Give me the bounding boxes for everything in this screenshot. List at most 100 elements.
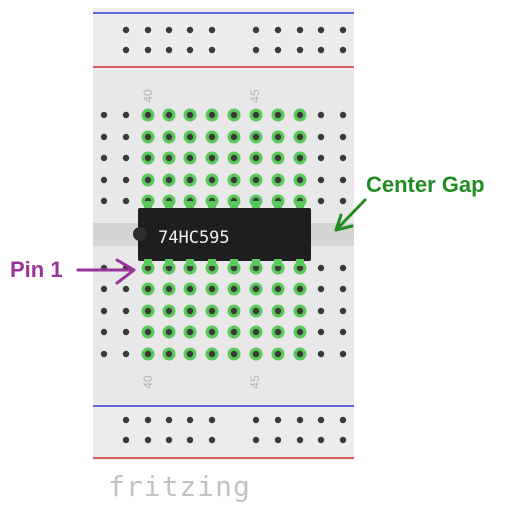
- power-rail-hole[interactable]: [208, 416, 216, 424]
- power-rail-hole[interactable]: [165, 46, 173, 54]
- terminal-hole[interactable]: [317, 176, 325, 184]
- terminal-hole[interactable]: [339, 285, 347, 293]
- power-rail-hole[interactable]: [274, 436, 282, 444]
- terminal-hole[interactable]: [144, 133, 152, 141]
- terminal-hole[interactable]: [144, 350, 152, 358]
- terminal-hole[interactable]: [230, 285, 238, 293]
- terminal-hole[interactable]: [208, 176, 216, 184]
- terminal-hole[interactable]: [100, 307, 108, 315]
- terminal-hole[interactable]: [122, 285, 130, 293]
- terminal-hole[interactable]: [274, 154, 282, 162]
- terminal-hole[interactable]: [317, 154, 325, 162]
- terminal-hole[interactable]: [100, 176, 108, 184]
- power-rail-hole[interactable]: [122, 26, 130, 34]
- power-rail-hole[interactable]: [274, 26, 282, 34]
- terminal-hole[interactable]: [208, 285, 216, 293]
- terminal-hole[interactable]: [208, 154, 216, 162]
- power-rail-hole[interactable]: [252, 46, 260, 54]
- terminal-hole[interactable]: [230, 328, 238, 336]
- power-rail-hole[interactable]: [296, 26, 304, 34]
- power-rail-hole[interactable]: [122, 436, 130, 444]
- power-rail-hole[interactable]: [186, 436, 194, 444]
- terminal-hole[interactable]: [144, 176, 152, 184]
- terminal-hole[interactable]: [296, 328, 304, 336]
- power-rail-hole[interactable]: [186, 26, 194, 34]
- terminal-hole[interactable]: [274, 328, 282, 336]
- terminal-hole[interactable]: [274, 176, 282, 184]
- terminal-hole[interactable]: [122, 350, 130, 358]
- power-rail-hole[interactable]: [296, 46, 304, 54]
- power-rail-hole[interactable]: [122, 416, 130, 424]
- terminal-hole[interactable]: [252, 154, 260, 162]
- terminal-hole[interactable]: [252, 307, 260, 315]
- terminal-hole[interactable]: [317, 111, 325, 119]
- terminal-hole[interactable]: [165, 285, 173, 293]
- terminal-hole[interactable]: [339, 264, 347, 272]
- terminal-hole[interactable]: [144, 285, 152, 293]
- terminal-hole[interactable]: [230, 111, 238, 119]
- terminal-hole[interactable]: [208, 264, 216, 272]
- terminal-hole[interactable]: [165, 133, 173, 141]
- terminal-hole[interactable]: [339, 350, 347, 358]
- terminal-hole[interactable]: [317, 350, 325, 358]
- terminal-hole[interactable]: [296, 176, 304, 184]
- terminal-hole[interactable]: [144, 154, 152, 162]
- terminal-hole[interactable]: [144, 328, 152, 336]
- terminal-hole[interactable]: [296, 285, 304, 293]
- terminal-hole[interactable]: [252, 176, 260, 184]
- terminal-hole[interactable]: [100, 154, 108, 162]
- power-rail-hole[interactable]: [252, 416, 260, 424]
- terminal-hole[interactable]: [339, 154, 347, 162]
- terminal-hole[interactable]: [208, 328, 216, 336]
- power-rail-hole[interactable]: [208, 26, 216, 34]
- power-rail-hole[interactable]: [144, 46, 152, 54]
- power-rail-hole[interactable]: [339, 436, 347, 444]
- terminal-hole[interactable]: [339, 133, 347, 141]
- terminal-hole[interactable]: [186, 328, 194, 336]
- power-rail-hole[interactable]: [186, 416, 194, 424]
- power-rail-hole[interactable]: [252, 436, 260, 444]
- terminal-hole[interactable]: [208, 133, 216, 141]
- terminal-hole[interactable]: [186, 307, 194, 315]
- terminal-hole[interactable]: [317, 328, 325, 336]
- terminal-hole[interactable]: [252, 285, 260, 293]
- terminal-hole[interactable]: [274, 285, 282, 293]
- terminal-hole[interactable]: [144, 264, 152, 272]
- terminal-hole[interactable]: [317, 307, 325, 315]
- terminal-hole[interactable]: [339, 111, 347, 119]
- terminal-hole[interactable]: [186, 133, 194, 141]
- terminal-hole[interactable]: [230, 133, 238, 141]
- power-rail-hole[interactable]: [252, 26, 260, 34]
- terminal-hole[interactable]: [186, 264, 194, 272]
- terminal-hole[interactable]: [296, 111, 304, 119]
- power-rail-hole[interactable]: [317, 26, 325, 34]
- terminal-hole[interactable]: [186, 111, 194, 119]
- power-rail-hole[interactable]: [208, 436, 216, 444]
- terminal-hole[interactable]: [296, 307, 304, 315]
- terminal-hole[interactable]: [100, 197, 108, 205]
- terminal-hole[interactable]: [144, 111, 152, 119]
- terminal-hole[interactable]: [165, 154, 173, 162]
- terminal-hole[interactable]: [100, 328, 108, 336]
- terminal-hole[interactable]: [186, 176, 194, 184]
- terminal-hole[interactable]: [296, 133, 304, 141]
- terminal-hole[interactable]: [122, 197, 130, 205]
- terminal-hole[interactable]: [339, 328, 347, 336]
- terminal-hole[interactable]: [317, 264, 325, 272]
- terminal-hole[interactable]: [252, 264, 260, 272]
- terminal-hole[interactable]: [208, 111, 216, 119]
- power-rail-hole[interactable]: [296, 436, 304, 444]
- terminal-hole[interactable]: [122, 176, 130, 184]
- terminal-hole[interactable]: [230, 350, 238, 358]
- terminal-hole[interactable]: [296, 350, 304, 358]
- power-rail-hole[interactable]: [122, 46, 130, 54]
- terminal-hole[interactable]: [165, 350, 173, 358]
- terminal-hole[interactable]: [230, 154, 238, 162]
- ic-chip[interactable]: 74HC595: [133, 201, 311, 266]
- terminal-hole[interactable]: [296, 154, 304, 162]
- terminal-hole[interactable]: [208, 307, 216, 315]
- terminal-hole[interactable]: [252, 350, 260, 358]
- power-rail-hole[interactable]: [317, 46, 325, 54]
- terminal-hole[interactable]: [230, 264, 238, 272]
- terminal-hole[interactable]: [122, 328, 130, 336]
